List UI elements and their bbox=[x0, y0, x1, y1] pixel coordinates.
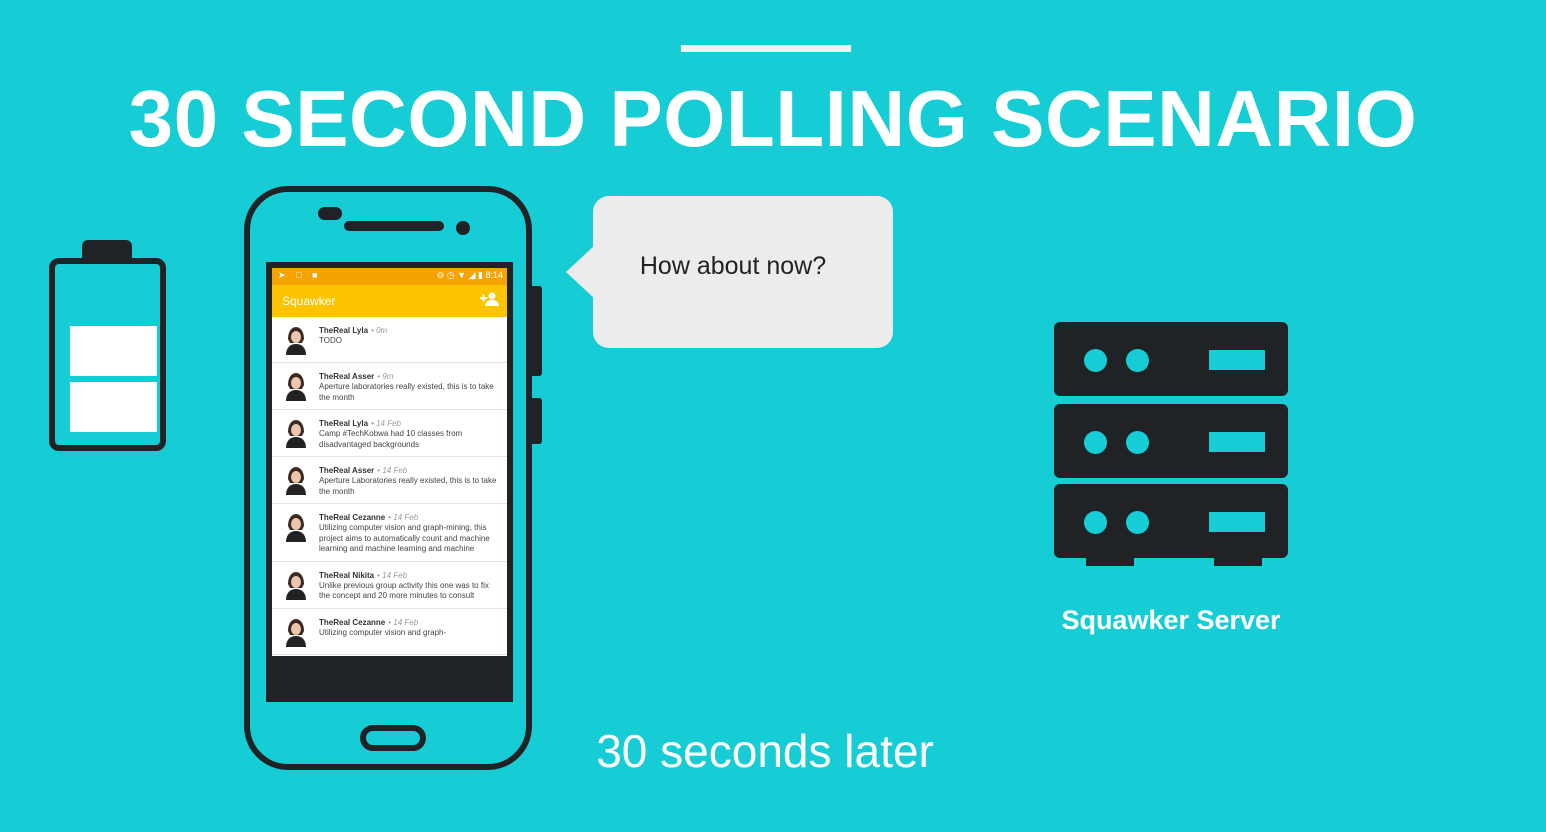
avatar bbox=[282, 617, 310, 647]
feed-item-meta: TheReal Asser• 9m bbox=[319, 371, 501, 382]
feed-author: TheReal Lyla bbox=[319, 326, 369, 335]
battery-cell bbox=[70, 382, 157, 432]
feed-time-value: 0m bbox=[376, 326, 388, 335]
battery-body bbox=[49, 258, 166, 451]
app-title: Squawker bbox=[282, 294, 336, 308]
server-unit bbox=[1054, 322, 1288, 396]
battery-cell bbox=[70, 326, 157, 376]
phone-sensor bbox=[456, 221, 470, 235]
feed-author: TheReal Cezanne bbox=[319, 513, 386, 522]
feed-time-value: 14 Feb bbox=[382, 570, 408, 580]
server-foot bbox=[1086, 558, 1134, 566]
feed-time-value: 14 Feb bbox=[393, 617, 419, 627]
server-led bbox=[1126, 431, 1149, 454]
speech-bubble-text: How about now? bbox=[639, 252, 827, 280]
server-led bbox=[1126, 511, 1149, 534]
status-time: 8:14 bbox=[485, 270, 503, 280]
server-unit bbox=[1054, 404, 1288, 478]
title-rule bbox=[681, 45, 851, 52]
notification-icons: ➤ □ ■ bbox=[278, 270, 322, 280]
server-led bbox=[1084, 431, 1107, 454]
server-label: Squawker Server bbox=[1061, 605, 1281, 635]
feed-time-value: 14 Feb bbox=[393, 513, 419, 522]
server-led bbox=[1126, 349, 1149, 372]
slide-title: 30 SECOND POLLING SCENARIO bbox=[128, 74, 1418, 163]
feed-time-value: 9m bbox=[382, 372, 394, 381]
avatar bbox=[282, 570, 310, 600]
speech-bubble-tail bbox=[566, 244, 596, 300]
feed-message: Aperture laboratories really existed, th… bbox=[319, 382, 494, 402]
avatar bbox=[282, 325, 310, 355]
server-led bbox=[1084, 349, 1107, 372]
feed-item-meta: TheReal Nikita• 14 Feb bbox=[319, 570, 501, 581]
avatar bbox=[282, 371, 310, 401]
server-foot bbox=[1214, 558, 1262, 566]
phone-icon: ➤ □ ■ ⊖ ◷ ▼ ◢ ▮ 8:14 Squawker TheReal Ly… bbox=[244, 186, 542, 770]
feed-author: TheReal Nikita bbox=[319, 570, 375, 580]
feed-time: • 14 Feb bbox=[371, 419, 401, 428]
phone-home-button bbox=[360, 725, 426, 751]
feed-time: • 14 Feb bbox=[388, 513, 419, 522]
feed-time-value: 14 Feb bbox=[382, 466, 408, 475]
status-icons: ⊖ ◷ ▼ ◢ ▮ 8:14 bbox=[436, 270, 503, 280]
feed-item-meta: TheReal Lyla• 14 Feb bbox=[319, 418, 501, 429]
feed-message: Aperture Laboratories really existed, th… bbox=[319, 476, 497, 496]
feed-item-meta: TheReal Cezanne• 14 Feb bbox=[319, 512, 501, 523]
add-person-icon[interactable] bbox=[480, 291, 500, 312]
feed-message: Utilizing computer vision and graph- bbox=[319, 627, 447, 637]
server-slot bbox=[1209, 350, 1265, 370]
avatar bbox=[282, 512, 310, 542]
feed-message: Unlike previous group activity this one … bbox=[319, 580, 489, 601]
status-bar: ➤ □ ■ ⊖ ◷ ▼ ◢ ▮ 8:14 bbox=[272, 268, 507, 285]
avatar bbox=[282, 418, 310, 448]
phone-screen: ➤ □ ■ ⊖ ◷ ▼ ◢ ▮ 8:14 Squawker TheReal Ly… bbox=[266, 262, 513, 702]
server-slot bbox=[1209, 432, 1265, 452]
feed-message: Utilizing computer vision and graph-mini… bbox=[319, 523, 490, 553]
avatar bbox=[282, 465, 310, 495]
server-slot bbox=[1209, 512, 1265, 532]
server-unit bbox=[1054, 484, 1288, 558]
feed-message: TODO bbox=[319, 336, 342, 345]
feed-time: • 9m bbox=[377, 372, 394, 381]
feed-author: TheReal Asser bbox=[319, 466, 375, 475]
feed-item-meta: TheReal Cezanne• 14 Feb bbox=[319, 617, 501, 628]
feed-time: • 14 Feb bbox=[377, 570, 408, 580]
feed-author: TheReal Lyla bbox=[319, 419, 369, 428]
phone-camera bbox=[318, 207, 342, 220]
feed-time-value: 14 Feb bbox=[376, 419, 401, 428]
phone-speaker bbox=[344, 221, 444, 231]
battery-cap bbox=[82, 240, 132, 262]
feed-time: • 14 Feb bbox=[377, 466, 408, 475]
speech-bubble: How about now? bbox=[593, 196, 893, 348]
caption: 30 seconds later bbox=[596, 725, 934, 777]
server-led bbox=[1084, 511, 1107, 534]
app-bar: Squawker bbox=[272, 285, 507, 317]
feed-message: Camp #TechKobwa had 10 classes from disa… bbox=[319, 429, 463, 449]
feed-item-meta: TheReal Lyla• 0m bbox=[319, 325, 501, 336]
feed-time: • 14 Feb bbox=[388, 617, 419, 627]
phone-side-button bbox=[531, 398, 542, 444]
phone-side-button bbox=[531, 286, 542, 376]
feed-author: TheReal Cezanne bbox=[319, 617, 386, 627]
feed-item-meta: TheReal Asser• 14 Feb bbox=[319, 465, 501, 476]
feed-author: TheReal Asser bbox=[319, 372, 375, 381]
feed-time: • 0m bbox=[371, 326, 388, 335]
